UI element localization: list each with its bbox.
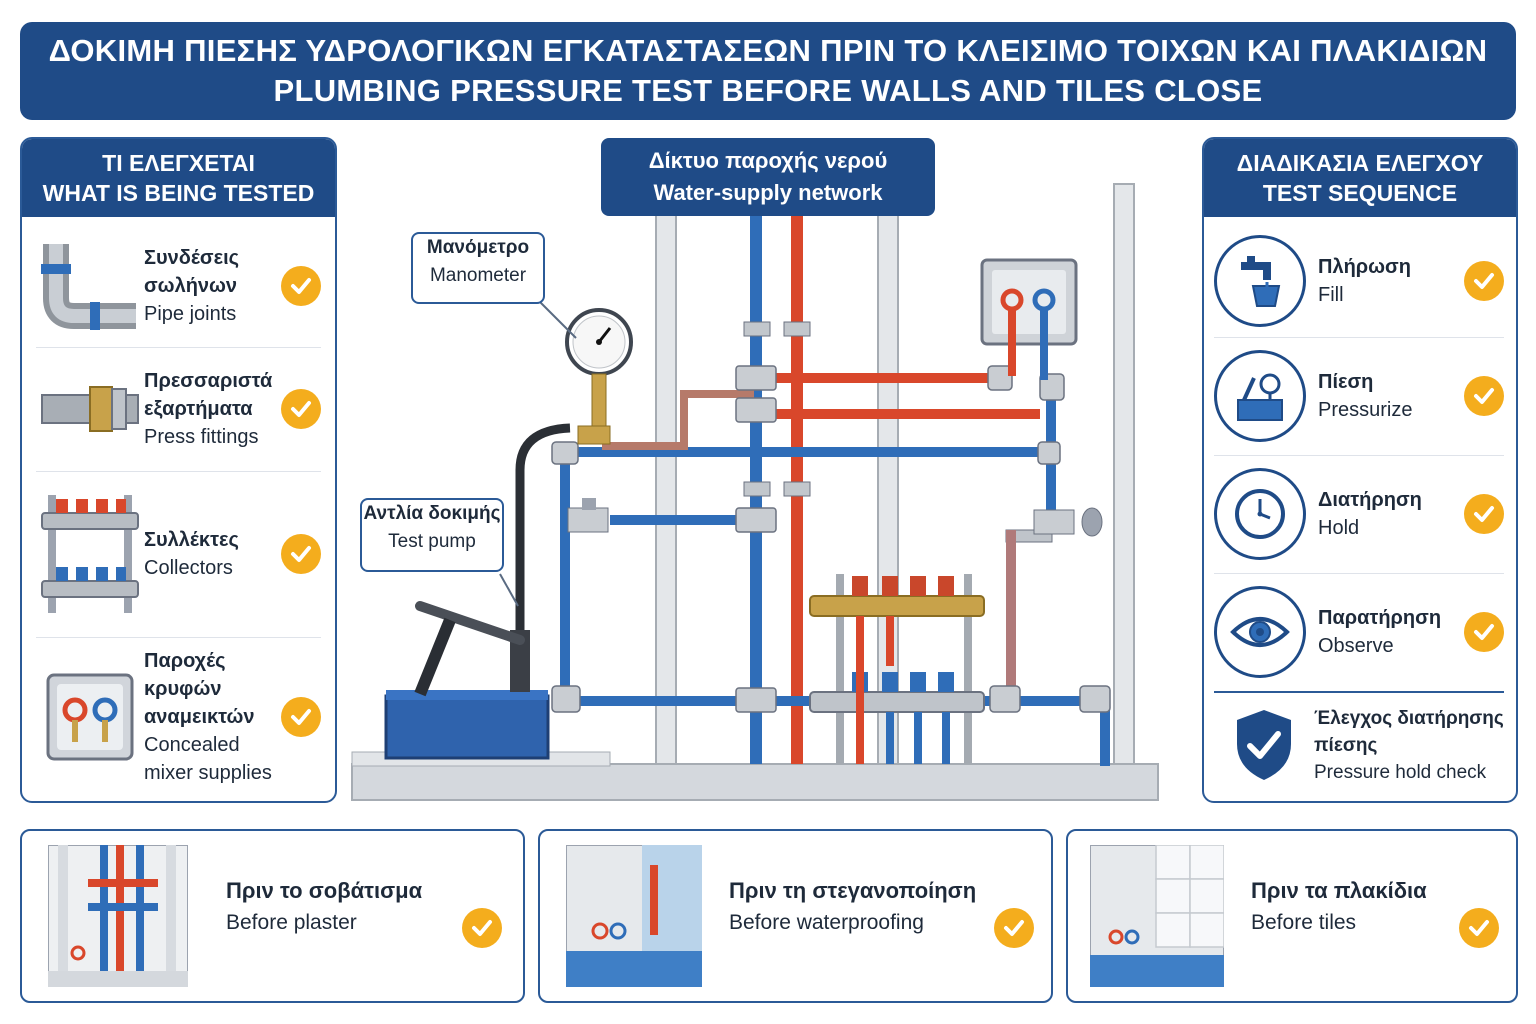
test-sequence-panel: ΔΙΑΔΙΚΑΣΙΑ ΕΛΕΓΧΟΥ TEST SEQUENCE Πλήρωση… (1202, 137, 1518, 803)
manometer-gauge (565, 308, 633, 445)
manometer-label-greek: Μανόμετρο (426, 237, 530, 258)
tested-item-collectors: Συλλέκτες Collectors (36, 471, 321, 638)
eye-icon (1214, 586, 1306, 678)
cold-loop-pipe (560, 450, 570, 700)
stage-before-waterproofing: Πριν τη στεγανοποίηση Before waterproofi… (538, 829, 1053, 1003)
panel-title-english: TEST SEQUENCE (1262, 180, 1458, 206)
sequence-step-observe: Παρατήρηση Observe (1214, 573, 1504, 693)
clock-icon (1214, 468, 1306, 560)
isolation-valve (1033, 507, 1103, 537)
panel-title-greek: ΤΙ ΕΛΕΓΧΕΤΑΙ (102, 150, 255, 176)
check-icon (281, 697, 321, 737)
pipe-elbow-icon (41, 244, 136, 330)
tested-item-press-fittings: Πρεσσαριστά εξαρτήματα Press fittings (36, 347, 321, 472)
hot-branch-pipe (760, 373, 1010, 383)
stage-label-greek: Πριν τα πλακίδια (1251, 878, 1427, 903)
mixer-box-icon (46, 673, 134, 761)
test-sequence-header: ΔΙΑΔΙΚΑΣΙΑ ΕΛΕΓΧΟΥ TEST SEQUENCE (1204, 139, 1516, 217)
manometer-label-english: Manometer (429, 265, 527, 286)
pump-gauge-icon (1214, 350, 1306, 442)
final-check-label-greek: Έλεγχος διατήρησης πίεσης (1314, 707, 1504, 756)
step-label-english: Fill (1318, 284, 1344, 306)
cold-branch-pipe (610, 515, 758, 525)
tiles-stage-illustration (1090, 845, 1224, 987)
pump-label-english: Test pump (388, 531, 476, 552)
faucet-bucket-icon (1214, 235, 1306, 327)
waterproofing-stage-illustration (566, 845, 702, 987)
step-label-greek: Διατήρηση (1318, 489, 1422, 511)
stage-before-plaster: Πριν το σοβάτισμα Before plaster (20, 829, 525, 1003)
manifold-icon (41, 495, 139, 613)
item-label-english: Collectors (144, 557, 233, 579)
title-greek: ΔΟΚΙΜΗ ΠΙΕΣΗΣ ΥΔΡΟΛΟΓΙΚΩΝ ΕΓΚΑΤΑΣΤΑΣΕΩΝ … (48, 33, 1488, 68)
item-label-greek: Πρεσσαριστά εξαρτήματα (144, 370, 273, 420)
check-icon (1459, 908, 1499, 948)
pressure-hold-check: Έλεγχος διατήρησης πίεσης Pressure hold … (1214, 693, 1504, 797)
final-check-label-english: Pressure hold check (1314, 761, 1487, 783)
test-pump (384, 423, 571, 760)
manifold-collector (809, 574, 985, 764)
tested-item-pipe-joints: Συνδέσεις σωλήνων Pipe joints (36, 225, 321, 348)
stage-before-tiles: Πριν τα πλακίδια Before tiles (1066, 829, 1518, 1003)
water-supply-network-label: Δίκτυο παροχής νερού Water-supply networ… (601, 138, 935, 216)
press-fitting-icon (41, 386, 139, 432)
sequence-step-pressurize: Πίεση Pressurize (1214, 337, 1504, 456)
step-label-greek: Πλήρωση (1318, 256, 1411, 278)
panel-title-english: WHAT IS BEING TESTED (42, 180, 315, 206)
check-icon (994, 908, 1034, 948)
stage-label-greek: Πριν το σοβάτισμα (226, 878, 423, 903)
plumbing-diagram (351, 183, 1159, 801)
panel-title-greek: ΔΙΑΔΙΚΑΣΙΑ ΕΛΕΓΧΟΥ (1236, 150, 1484, 176)
step-label-english: Pressurize (1318, 399, 1413, 421)
pump-label-greek: Αντλία δοκιμής (363, 503, 501, 524)
stage-label-greek: Πριν τη στεγανοποίηση (729, 878, 977, 903)
item-label-greek: Παροχές κρυφών αναμεικτών (144, 650, 255, 728)
plaster-stage-illustration (48, 845, 188, 987)
item-label-english: Concealed mixer supplies (144, 734, 272, 784)
what-is-tested-panel: ΤΙ ΕΛΕΓΧΕΤΑΙ WHAT IS BEING TESTED Συνδέσ… (20, 137, 337, 803)
item-label-english: Press fittings (144, 426, 259, 448)
item-label-greek: Συλλέκτες (144, 529, 239, 551)
cold-right-pipe (1100, 700, 1110, 766)
title-english: PLUMBING PRESSURE TEST BEFORE WALLS AND … (273, 73, 1263, 108)
shield-check-icon (1237, 710, 1291, 780)
check-icon (1464, 612, 1504, 652)
network-label-greek: Δίκτυο παροχής νερού (648, 148, 888, 173)
hot-branch-pipe (760, 409, 1040, 419)
step-label-english: Observe (1318, 635, 1394, 657)
item-label-greek: Συνδέσεις σωλήνων (144, 247, 240, 297)
stage-label-english: Before tiles (1251, 911, 1357, 934)
check-icon (462, 908, 502, 948)
concealed-mixer-box (980, 258, 1078, 380)
cold-branch-pipe (566, 447, 1056, 457)
step-label-greek: Πίεση (1318, 371, 1374, 393)
wall-stud (655, 211, 677, 765)
check-icon (281, 266, 321, 306)
stage-label-english: Before waterproofing (729, 911, 924, 934)
isolation-valve (567, 498, 609, 533)
check-icon (1464, 376, 1504, 416)
step-label-greek: Παρατήρηση (1318, 607, 1442, 629)
check-icon (1464, 261, 1504, 301)
sequence-step-hold: Διατήρηση Hold (1214, 455, 1504, 574)
what-is-tested-header: ΤΙ ΕΛΕΓΧΕΤΑΙ WHAT IS BEING TESTED (22, 139, 335, 217)
check-icon (1464, 494, 1504, 534)
test-pump-callout: Αντλία δοκιμής Test pump (360, 498, 504, 572)
title-banner: ΔΟΚΙΜΗ ΠΙΕΣΗΣ ΥΔΡΟΛΟΓΙΚΩΝ ΕΓΚΑΤΑΣΤΑΣΕΩΝ … (20, 22, 1516, 120)
tested-item-mixer-supplies: Παροχές κρυφών αναμεικτών Concealed mixe… (36, 637, 321, 797)
floor-slab (351, 763, 1159, 801)
wall-stud (1113, 183, 1135, 765)
step-label-english: Hold (1318, 517, 1360, 539)
check-icon (281, 389, 321, 429)
stage-label-english: Before plaster (226, 911, 357, 934)
manometer-callout: Μανόμετρο Manometer (411, 232, 545, 304)
sequence-step-fill: Πλήρωση Fill (1214, 225, 1504, 338)
network-label-english: Water-supply network (653, 180, 883, 205)
check-icon (281, 534, 321, 574)
item-label-english: Pipe joints (144, 303, 237, 325)
